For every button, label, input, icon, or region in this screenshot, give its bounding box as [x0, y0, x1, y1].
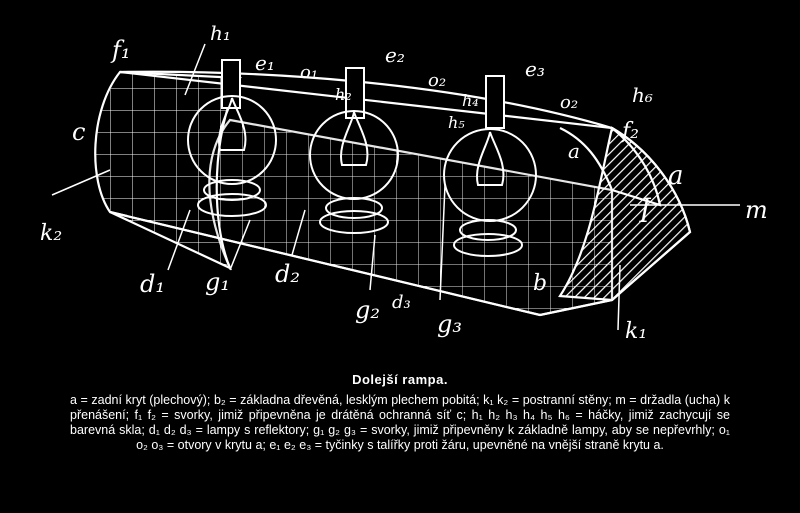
label-h2: h₂	[335, 85, 352, 104]
label-d1: d₁	[140, 270, 165, 298]
label-h6: h₆	[632, 83, 653, 107]
ramp-body	[94, 70, 692, 317]
leader-lines	[51, 43, 740, 331]
figure-labels: f₁ h₁ e₁ o₁ h₂ e₂ o₂ e₃ h₄ h₅ o₂ h₆ f₂ a…	[40, 21, 768, 344]
label-c: c	[72, 118, 85, 146]
lamp-d3	[443, 75, 537, 257]
label-g3: g₃	[437, 310, 462, 338]
label-o2: o₂	[428, 70, 446, 91]
label-h1: h₁	[210, 21, 231, 45]
label-g1: g₁	[205, 268, 230, 296]
label-handle: ꟾ	[639, 197, 652, 229]
label-d3: d₃	[392, 292, 411, 313]
label-g2: g₂	[355, 296, 380, 324]
label-a1: a	[568, 139, 580, 163]
label-k2: k₂	[40, 221, 62, 246]
label-o1: o₁	[300, 62, 318, 83]
label-o2b: o₂	[560, 92, 578, 113]
lamp-d1	[187, 59, 277, 217]
ramp-diagram: f₁ h₁ e₁ o₁ h₂ e₂ o₂ e₃ h₄ h₅ o₂ h₆ f₂ a…	[40, 21, 768, 344]
label-h4: h₄	[462, 91, 479, 110]
label-a2: a	[668, 161, 684, 191]
label-m: m	[745, 196, 768, 224]
label-d2: d₂	[275, 260, 300, 288]
label-f1: f₁	[110, 36, 131, 64]
label-e3: e₃	[525, 57, 545, 81]
caption-title: Dolejší rampa.	[352, 372, 448, 387]
label-b: b	[533, 271, 547, 296]
caption-text: a = zadní kryt (plechový); b₂ = základna…	[70, 393, 730, 452]
label-f2: f₂	[620, 119, 639, 144]
label-e1: e₁	[255, 51, 275, 75]
label-k1: k₁	[625, 319, 647, 344]
figure-caption: Dolejší rampa. a = zadní kryt (plechový)…	[70, 372, 730, 453]
label-h5: h₅	[448, 113, 465, 132]
label-e2: e₂	[385, 43, 405, 67]
lamp-d2	[309, 67, 399, 234]
